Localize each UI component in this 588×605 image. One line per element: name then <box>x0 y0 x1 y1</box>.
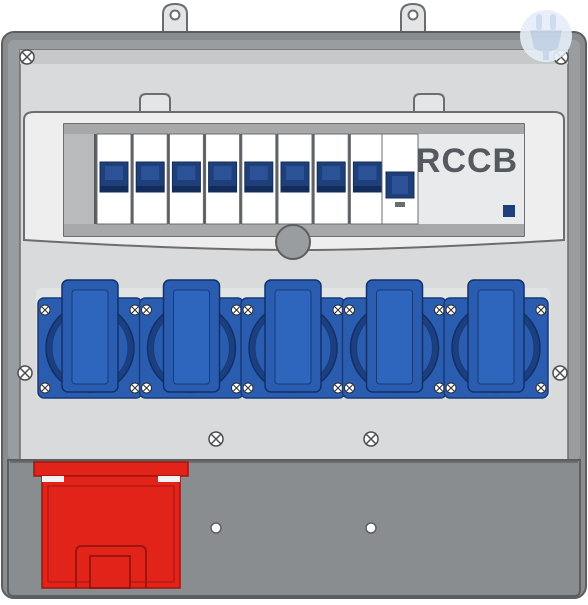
screw-icon <box>535 304 547 316</box>
screw-icon <box>363 431 379 447</box>
screw-icon <box>344 382 355 394</box>
cover-clip <box>139 93 171 112</box>
schuko-socket[interactable] <box>240 279 346 399</box>
plug-watermark-icon <box>520 10 572 62</box>
screw-icon <box>129 382 141 394</box>
screw-icon <box>39 382 51 394</box>
schuko-socket[interactable] <box>341 279 448 399</box>
screw-icon <box>141 382 152 394</box>
breaker-toggle[interactable] <box>244 161 274 193</box>
knockout-hole <box>210 522 222 534</box>
cover-knob[interactable] <box>275 224 311 260</box>
cover-clip <box>413 93 445 112</box>
screw-icon <box>129 304 141 316</box>
breaker <box>96 133 132 225</box>
breaker <box>205 133 241 225</box>
screw-icon <box>17 365 33 381</box>
breaker <box>313 133 349 225</box>
cee-red-socket[interactable] <box>33 461 189 589</box>
screw-icon <box>535 382 547 394</box>
screw-icon <box>344 304 355 316</box>
screw-icon <box>552 365 568 381</box>
screw-icon <box>39 304 51 316</box>
screw-icon <box>19 49 35 65</box>
breaker-toggle[interactable] <box>171 161 201 193</box>
rccb-module <box>381 133 419 225</box>
breaker <box>277 133 313 225</box>
screw-icon <box>208 431 224 447</box>
breaker <box>241 133 277 225</box>
screw-icon <box>434 304 445 316</box>
breaker <box>132 133 168 225</box>
screw-icon <box>231 304 242 316</box>
breaker-toggle[interactable] <box>280 161 310 193</box>
screw-icon <box>434 382 445 394</box>
screw-icon <box>141 304 152 316</box>
screw-icon <box>332 382 344 394</box>
breaker <box>168 133 204 225</box>
screw-icon <box>332 304 344 316</box>
screw-icon <box>242 304 254 316</box>
screw-icon <box>242 382 254 394</box>
mounting-lugs <box>162 2 426 35</box>
rccb-test-button[interactable] <box>503 205 515 217</box>
schuko-socket[interactable] <box>443 279 549 399</box>
breaker-toggle[interactable] <box>352 161 382 193</box>
rccb-label: RCCB <box>416 142 518 180</box>
breaker-row <box>96 133 385 225</box>
socket-row <box>37 279 549 399</box>
screw-icon <box>231 382 242 394</box>
screw-icon <box>445 382 457 394</box>
breaker-toggle[interactable] <box>208 161 238 193</box>
breaker-toggle[interactable] <box>135 161 165 193</box>
schuko-socket[interactable] <box>138 279 245 399</box>
breaker-toggle[interactable] <box>99 161 129 193</box>
breaker-toggle[interactable] <box>316 161 346 193</box>
schuko-socket[interactable] <box>37 279 143 399</box>
knockout-hole <box>365 522 377 534</box>
breaker <box>349 133 385 225</box>
screw-icon <box>445 304 457 316</box>
